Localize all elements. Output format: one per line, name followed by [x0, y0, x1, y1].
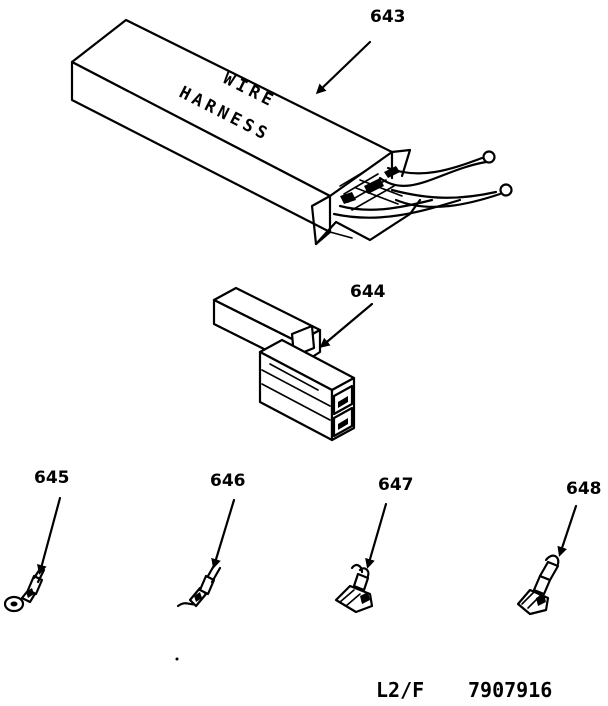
spade-terminal: [516, 554, 560, 616]
callout-648: 648: [566, 479, 602, 499]
callout-644: 644: [350, 282, 386, 302]
stray-dot: [175, 657, 179, 661]
wire-harness-box: [70, 18, 513, 246]
footer-number: 7907916: [468, 678, 552, 702]
callout-647-arrow: [365, 502, 388, 569]
hook-terminal: [176, 560, 222, 608]
callout-648-arrow: [557, 504, 578, 557]
female-terminal: [334, 563, 374, 614]
callout-646-arrow: [211, 498, 236, 569]
callout-643-arrow: [315, 40, 372, 95]
ring-terminal: [3, 564, 46, 613]
callout-643: 643: [370, 7, 406, 27]
callout-645: 645: [34, 468, 70, 488]
callout-647: 647: [378, 475, 414, 495]
callout-646: 646: [210, 471, 246, 491]
callout-644-arrow: [319, 302, 374, 348]
footer-code: L2/F: [376, 678, 424, 702]
callout-645-arrow: [36, 496, 62, 575]
connector-housing: [212, 286, 356, 442]
